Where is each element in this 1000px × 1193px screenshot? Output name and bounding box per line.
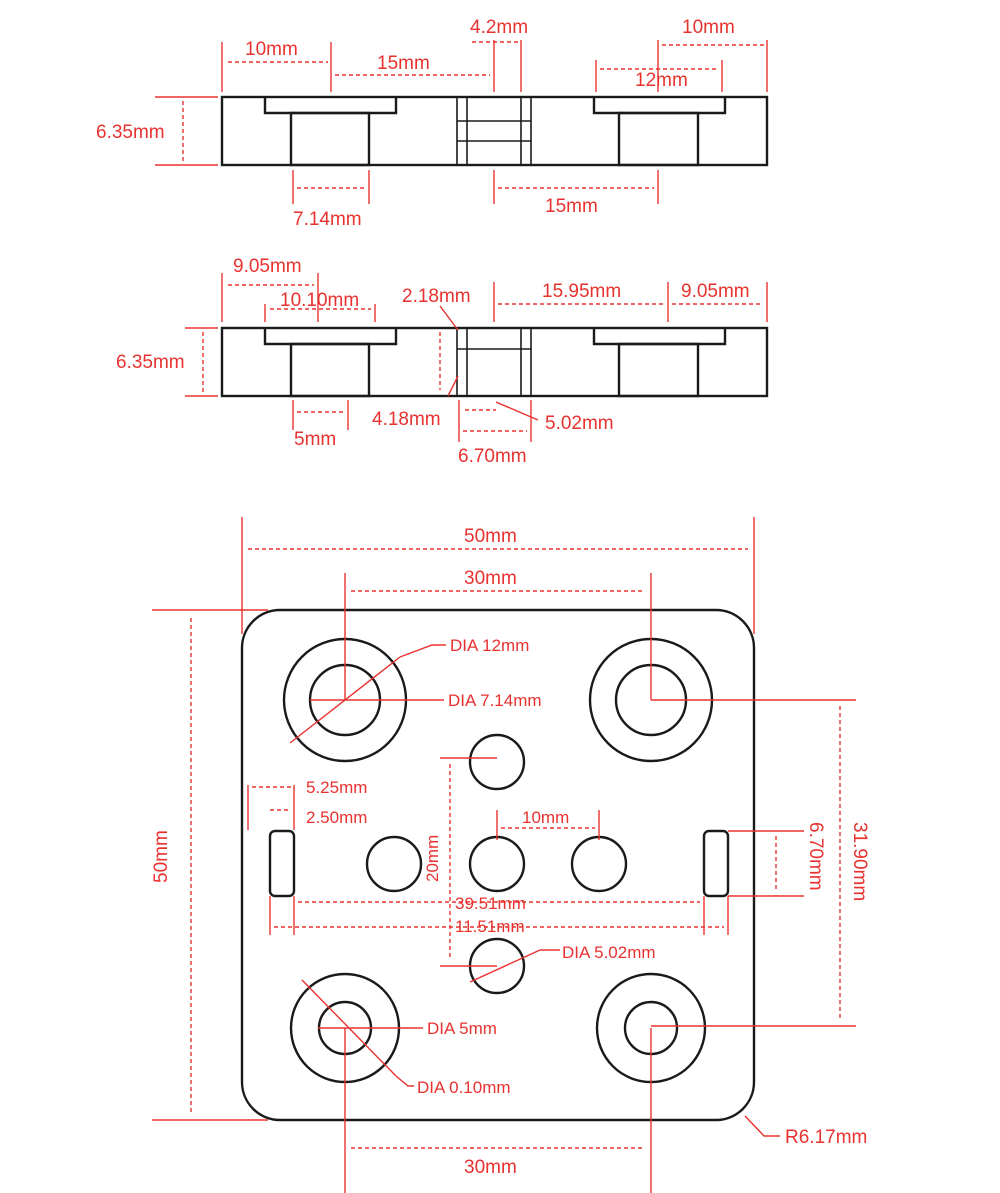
- small-hole-center: [468, 835, 526, 893]
- hole-right: [617, 111, 700, 167]
- dim-9-05mm-right: 9.05mm: [681, 281, 750, 302]
- hole-right-2: [617, 342, 700, 398]
- dim-dia-0-10mm: DIA 0.10mm: [417, 1078, 511, 1097]
- dim-4-2mm: 4.2mm: [470, 17, 528, 38]
- dim-15-95mm: 15.95mm: [542, 281, 621, 302]
- hole-left: [289, 111, 371, 167]
- side-view-top-outline: [220, 95, 769, 167]
- dim-20mm: 20mm: [423, 835, 442, 882]
- dim-15mm-bottom: 15mm: [545, 196, 598, 217]
- dim-6-35mm-top: 6.35mm: [96, 122, 165, 143]
- dim-10mm-right: 10mm: [682, 17, 735, 38]
- dim-15mm-top: 15mm: [377, 53, 430, 74]
- dim-2-18mm: 2.18mm: [402, 286, 471, 307]
- dim-height-50mm: 50mm: [151, 830, 172, 883]
- center-slot: [456, 96, 532, 166]
- dim-width-50mm: 50mm: [464, 526, 517, 547]
- dim-9-05mm-left: 9.05mm: [233, 256, 302, 277]
- small-hole-right: [570, 835, 628, 893]
- dim-12mm: 12mm: [635, 70, 688, 91]
- dim-10mm-left: 10mm: [245, 39, 298, 60]
- center-slot-2: [456, 327, 532, 397]
- dim-5-02mm: 5.02mm: [545, 413, 614, 434]
- dim-dia-12mm: DIA 12mm: [450, 636, 529, 655]
- plate-outline: [240, 608, 756, 1122]
- counterbore-left: [263, 97, 398, 115]
- top-view: 50mm 30mm 50mm DIA 12mm DIA 7.14mm 31.90…: [151, 517, 870, 1193]
- dim-dia-5mm: DIA 5mm: [427, 1019, 497, 1038]
- small-hole-left: [365, 835, 423, 893]
- dim-10-10mm: 10.10mm: [280, 290, 359, 311]
- dim-39-51mm: 39.51mm: [455, 894, 526, 913]
- dim-30mm-top: 30mm: [464, 568, 517, 589]
- counterbore-right-2: [592, 328, 727, 346]
- dim-dia-5-02mm: DIA 5.02mm: [562, 943, 656, 962]
- dim-5-25mm: 5.25mm: [306, 778, 367, 797]
- dim-r-6-17mm: R6.17mm: [785, 1127, 867, 1148]
- small-hole-top: [468, 733, 526, 791]
- counterbore-right: [592, 97, 727, 115]
- dim-30mm-bottom: 30mm: [464, 1157, 517, 1178]
- dim-6-70mm-slot: 6.70mm: [805, 822, 826, 891]
- slot-right: [702, 829, 730, 898]
- dim-11-51mm: 11.51mm: [455, 917, 525, 936]
- dim-2-50mm: 2.50mm: [306, 808, 367, 827]
- dim-5mm: 5mm: [294, 429, 336, 450]
- counterbore-left-2: [263, 328, 398, 346]
- dim-6-70mm: 6.70mm: [458, 446, 527, 467]
- side-view-bottom: 9.05mm 10.10mm 2.18mm 15.95mm 9.05mm 6.3…: [116, 256, 769, 467]
- dim-7-14mm: 7.14mm: [293, 209, 362, 230]
- dim-6-35mm-bottom: 6.35mm: [116, 352, 185, 373]
- side-view-top: 10mm 15mm 4.2mm 10mm 12mm 6.35mm 7.14mm …: [96, 17, 769, 230]
- dim-10mm-center: 10mm: [522, 808, 569, 827]
- dim-31-90mm: 31.90mm: [849, 822, 870, 901]
- dim-dia-7-14mm: DIA 7.14mm: [448, 691, 542, 710]
- side-view-bottom-outline: [220, 326, 769, 398]
- hole-left-2: [289, 342, 371, 398]
- slot-left: [268, 829, 296, 898]
- dim-4-18mm: 4.18mm: [372, 409, 441, 430]
